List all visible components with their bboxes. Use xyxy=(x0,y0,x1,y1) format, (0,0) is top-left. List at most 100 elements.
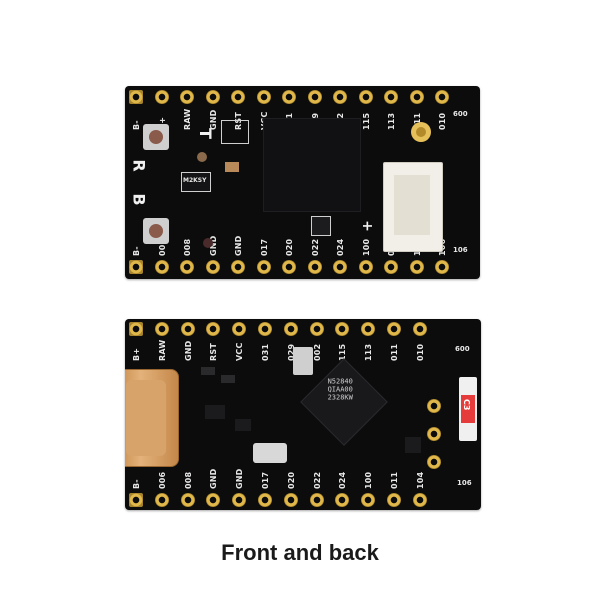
back-bottom-pad-0 xyxy=(129,493,143,507)
silk-106: 106 xyxy=(457,479,472,487)
mounting-hole xyxy=(203,238,213,248)
silk-label-t: T xyxy=(195,128,215,139)
front-top-pad-9 xyxy=(358,90,373,104)
back-bottom-pad-7 xyxy=(309,493,324,507)
smd-component xyxy=(205,405,225,419)
back-bottom-label-2: 008 xyxy=(183,471,193,489)
back-top-label-4: VCC xyxy=(235,342,245,361)
front-bottom-pad-6 xyxy=(282,260,296,274)
back-bottom-label-8: 024 xyxy=(338,471,348,489)
front-top-pad-2 xyxy=(180,90,194,104)
back-bottom-label-10: 011 xyxy=(390,471,399,489)
antenna-connector xyxy=(411,122,431,142)
back-top-label-7: 002 xyxy=(312,343,322,361)
front-bottom-pad-5 xyxy=(256,260,271,274)
crystal xyxy=(253,443,287,463)
front-top-pad-1 xyxy=(154,90,169,104)
side-pad xyxy=(427,427,441,441)
front-bottom-pad-0 xyxy=(129,260,143,274)
component-m2ksy: M2KSY xyxy=(181,172,211,192)
front-top-pad-11 xyxy=(409,90,424,104)
back-bottom-pad-1 xyxy=(154,493,169,507)
regulator xyxy=(311,216,331,236)
back-top-label-3: RST xyxy=(209,343,219,361)
front-top-pad-8 xyxy=(333,90,347,104)
back-top-pad-5 xyxy=(258,322,272,336)
front-top-pad-10 xyxy=(384,90,398,104)
back-bottom-label-0: B- xyxy=(132,479,141,489)
usb-c-connector xyxy=(125,369,179,467)
back-top-pad-7 xyxy=(309,322,324,336)
back-bottom-label-6: 020 xyxy=(286,471,296,489)
back-top-label-1: RAW xyxy=(157,339,167,361)
back-top-label-9: 113 xyxy=(364,343,374,361)
front-top-label-3: GND xyxy=(208,109,218,130)
back-bottom-pad-2 xyxy=(180,493,195,507)
silk-600: 600 xyxy=(453,110,468,118)
front-bottom-pad-3 xyxy=(205,260,220,274)
back-bottom-label-1: 006 xyxy=(157,471,167,489)
front-top-pad-3 xyxy=(205,90,220,104)
red-label-text: C3 xyxy=(462,399,471,411)
back-bottom-label-7: 022 xyxy=(312,471,322,489)
reset-button xyxy=(143,124,169,150)
front-top-label-9: 115 xyxy=(361,112,371,130)
front-bottom-label-7: 022 xyxy=(310,238,320,256)
front-top-pad-6 xyxy=(282,90,296,104)
back-bottom-pad-6 xyxy=(283,493,298,507)
back-top-pad-0 xyxy=(129,322,143,336)
capacitor xyxy=(225,162,239,172)
back-bottom-label-3: GND xyxy=(209,468,219,489)
back-bottom-pad-11 xyxy=(412,493,427,507)
front-bottom-label-9: 100 xyxy=(361,238,371,256)
front-bottom-pad-12 xyxy=(435,260,449,274)
smd-component xyxy=(221,375,235,383)
small-resistor-array xyxy=(221,120,249,144)
front-bottom-pad-9 xyxy=(358,260,373,274)
back-top-label-10: 011 xyxy=(390,343,399,361)
front-top-pad-12 xyxy=(435,90,449,104)
back-top-pad-10 xyxy=(387,322,401,336)
back-top-pad-4 xyxy=(232,322,247,336)
back-top-label-11: 010 xyxy=(415,343,425,361)
back-top-pad-1 xyxy=(154,322,169,336)
front-bottom-label-0: B- xyxy=(132,246,141,256)
side-pad xyxy=(427,399,441,413)
back-bottom-pad-3 xyxy=(206,493,221,507)
back-top-label-0: B+ xyxy=(132,347,141,361)
back-top-pad-2 xyxy=(180,322,195,336)
caption: Front and back xyxy=(221,540,379,565)
silk-plus: + xyxy=(358,220,375,232)
smd-component xyxy=(405,437,421,453)
front-top-label-12: 010 xyxy=(438,112,447,130)
mounting-hole xyxy=(197,152,207,162)
front-top-pad-7 xyxy=(307,90,322,104)
silk-106: 106 xyxy=(453,246,468,254)
back-bottom-pad-5 xyxy=(258,493,272,507)
back-top-label-2: GND xyxy=(183,340,193,361)
front-bottom-label-5: 017 xyxy=(259,238,269,256)
boot-button xyxy=(143,218,169,244)
front-top-label-10: 113 xyxy=(387,112,396,130)
chip-marking: M2KSY xyxy=(183,177,207,184)
back-bottom-label-4: GND xyxy=(235,468,245,489)
front-top-label-0: B- xyxy=(132,120,141,130)
front-bottom-pad-1 xyxy=(154,260,169,274)
nrf52840-chip: N52840 QIAA00 2328KW xyxy=(300,358,388,446)
smd-component xyxy=(235,419,251,431)
red-label: C3 xyxy=(459,377,477,441)
side-pad xyxy=(427,455,441,469)
front-top-pad-4 xyxy=(231,90,245,104)
back-bottom-pad-4 xyxy=(232,493,247,507)
back-bottom-label-9: 100 xyxy=(364,471,374,489)
front-bottom-pad-8 xyxy=(333,260,347,274)
battery-connector xyxy=(383,162,443,252)
back-top-pad-3 xyxy=(206,322,221,336)
front-bottom-pad-4 xyxy=(231,260,245,274)
front-bottom-pad-7 xyxy=(307,260,322,274)
front-top-pad-0 xyxy=(129,90,143,104)
back-bottom-pad-8 xyxy=(335,493,350,507)
silk-600: 600 xyxy=(455,345,470,353)
